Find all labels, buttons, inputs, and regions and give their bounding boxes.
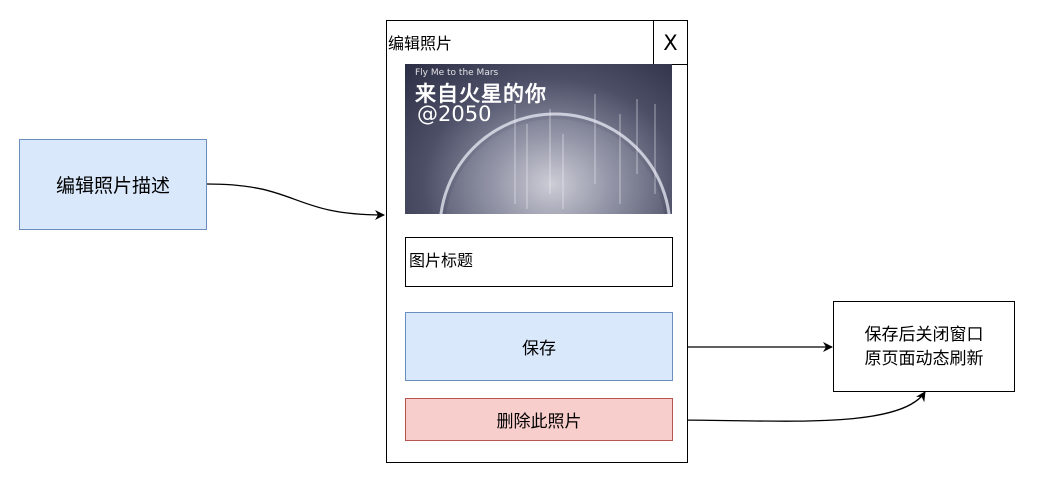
arrow-note-to-dialog — [206, 183, 385, 220]
save-button-label: 保存 — [522, 339, 556, 359]
close-button[interactable]: X — [653, 20, 688, 65]
delete-photo-button-label: 删除此照片 — [496, 412, 582, 432]
close-icon: X — [663, 30, 678, 55]
photo-tagline: Fly Me to the Mars — [415, 68, 499, 78]
edit-description-note-text: 编辑照片描述 — [55, 175, 170, 197]
edit-description-note: 编辑照片描述 — [19, 139, 207, 230]
result-note-line-1: 保存后关闭窗口 — [864, 324, 984, 345]
arrow-delete-to-result — [672, 391, 926, 422]
dialog-title: 编辑照片 — [388, 34, 453, 53]
photo-title-value: 图片标题 — [409, 251, 474, 270]
photo-preview: Fly Me to the Mars 来自火星的你 @2050 — [405, 64, 672, 214]
photo-artwork — [439, 94, 671, 214]
delete-photo-button[interactable]: 删除此照片 — [405, 398, 673, 441]
save-button[interactable]: 保存 — [405, 312, 673, 381]
photo-headline: 来自火星的你 — [415, 82, 547, 106]
result-note-line-2: 原页面动态刷新 — [864, 348, 984, 369]
photo-year: @2050 — [417, 102, 492, 126]
result-note: 保存后关闭窗口 原页面动态刷新 — [833, 301, 1015, 392]
photo-title-input[interactable]: 图片标题 — [405, 237, 673, 287]
